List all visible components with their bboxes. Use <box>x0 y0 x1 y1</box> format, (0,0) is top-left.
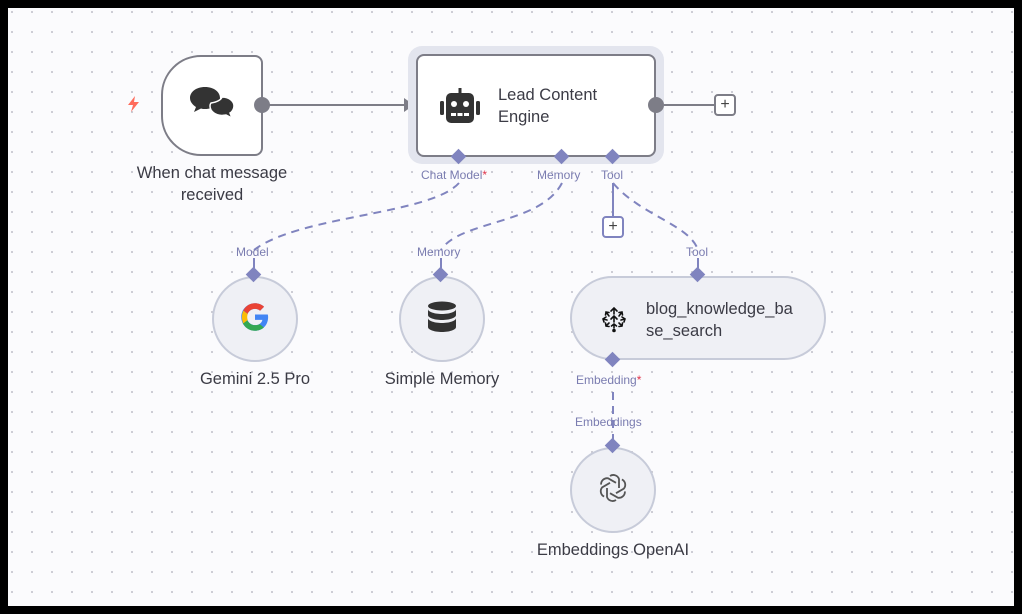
vector-tool-label: blog_knowledge_ba se_search <box>646 300 793 340</box>
tool-sub-port-label: Tool <box>686 245 709 259</box>
embeddings-port-label: Embeddings <box>575 415 642 429</box>
agent-node[interactable]: Lead Content Engine <box>416 54 656 157</box>
chat-trigger-node[interactable] <box>161 55 263 156</box>
openai-icon <box>597 472 629 509</box>
robot-icon <box>438 88 482 129</box>
chat-bubbles-icon <box>189 85 235 126</box>
agent-output-handle[interactable] <box>648 97 664 113</box>
tool-port-label: Tool <box>601 168 624 182</box>
chat-model-port-label: Chat Model* <box>421 168 488 182</box>
gemini-label: Gemini 2.5 Pro <box>199 370 311 388</box>
embeddings-openai-label: Embeddings OpenAI <box>536 541 690 559</box>
trigger-output-handle[interactable] <box>254 97 270 113</box>
simple-memory-node[interactable] <box>399 276 485 362</box>
model-port-label: Model <box>236 245 269 259</box>
memory-sub-port-label: Memory <box>417 245 461 259</box>
add-next-node-button[interactable]: + <box>714 94 736 116</box>
memory-port-label: Memory <box>537 168 581 182</box>
embeddings-openai-node[interactable] <box>570 447 656 533</box>
add-tool-button[interactable]: + <box>602 216 624 238</box>
trigger-icon <box>126 95 142 118</box>
database-icon <box>427 301 457 338</box>
vector-store-icon <box>600 305 628 338</box>
gemini-node[interactable] <box>212 276 298 362</box>
agent-label: Lead Content Engine <box>498 86 598 126</box>
chat-trigger-label: When chat message received <box>136 164 288 204</box>
embedding-port-label: Embedding* <box>576 373 642 387</box>
simple-memory-label: Simple Memory <box>384 370 500 388</box>
vector-tool-node[interactable]: blog_knowledge_ba se_search <box>570 276 826 360</box>
google-g-icon <box>240 302 270 337</box>
